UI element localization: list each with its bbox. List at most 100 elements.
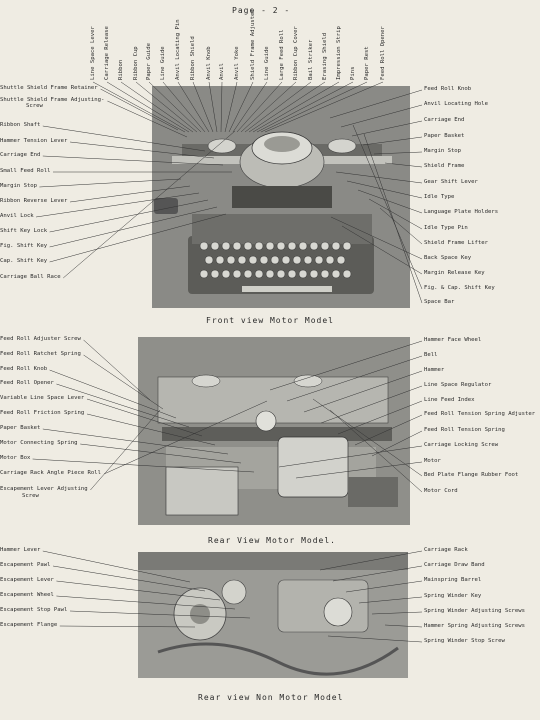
front-left-label: Screw (26, 103, 43, 109)
front-top-label: Paper Guide (146, 42, 152, 80)
leader-line (56, 580, 221, 601)
leader-line (379, 207, 423, 245)
leader-line (363, 133, 423, 304)
leader-line (42, 155, 224, 166)
leader-line (148, 81, 202, 133)
rear-motor-view-photo (138, 337, 410, 525)
rear-motor-left-label: Feed Roll Knob (0, 366, 48, 372)
leader-line (208, 81, 218, 133)
rear-motor-left-label: Paper Basket (0, 425, 41, 431)
leader-line (80, 443, 242, 464)
rear-nonmotor-left-label: Hammer Lever (0, 547, 41, 553)
leader-line (240, 81, 297, 133)
front-left-label: Hammer Tension Lever (0, 138, 68, 144)
leader-line (295, 461, 423, 479)
front-top-label: Anvil (219, 63, 225, 80)
leader-line (69, 185, 191, 203)
front-left-label: Shift Key Lock (0, 228, 48, 234)
front-top-label: Bail Striker (308, 39, 314, 80)
front-left-label: Fig. Shift Key (0, 243, 48, 249)
leader-line (352, 124, 423, 290)
rear-nonmotor-left-label: Escapement Wheel (0, 592, 54, 598)
leader-line (329, 409, 423, 493)
front-top-label: Ribbon Cup Cover (293, 26, 299, 80)
front-left-label: Anvil Lock (0, 213, 34, 219)
leader-line (269, 340, 423, 391)
leader-line (244, 81, 312, 133)
rear-motor-left-label: Screw (22, 493, 39, 499)
page-number: Page - 2 - (232, 6, 291, 15)
front-top-label: Anvil Locating Pin (175, 19, 181, 80)
rear-motor-right-label: Hammer Face Wheel (424, 337, 482, 343)
rear-nonmotor-view-photo (138, 552, 408, 678)
leader-line (86, 413, 216, 446)
rear-nonmotor-left-label: Escapement Lever (0, 577, 54, 583)
leader-line (264, 81, 384, 133)
leader-line (248, 81, 326, 133)
front-right-label: Anvil Locating Hole (424, 101, 488, 107)
leader-line (278, 445, 423, 468)
front-left-label: Ribbon Reverse Lever (0, 198, 68, 204)
front-left-label: Small Feed Roll (0, 168, 51, 174)
rear-nonmotor-right-label: Spring Winder Key (424, 593, 482, 599)
leader-line (252, 81, 340, 133)
front-top-label: Carriage Release (104, 26, 110, 80)
leader-line (86, 398, 203, 437)
leader-line (63, 130, 236, 279)
leader-line (286, 355, 423, 402)
front-top-label: Impression Strip (336, 26, 342, 80)
leader-line (357, 189, 423, 214)
front-right-label: Feed Roll Knob (424, 86, 472, 92)
front-top-label: Feed Roll Opener (380, 26, 386, 80)
leader-line (346, 180, 423, 199)
front-top-label: Paper Rest (364, 46, 370, 80)
rear-nonmotor-left-label: Escapement Pawl (0, 562, 51, 568)
leader-line (52, 565, 206, 592)
front-left-label: Shuttle Shield Frame Adjusting- (0, 97, 105, 103)
front-right-label: Carriage End (424, 117, 465, 123)
rear-motor-right-label: Hammer (424, 367, 445, 373)
front-top-label: Pins (350, 66, 356, 80)
leader-line (332, 565, 423, 582)
rear-motor-right-label: Line Space Regulator (424, 382, 492, 388)
front-top-label: Anvil Yoke (234, 46, 240, 80)
leader-line (42, 550, 191, 583)
front-left-label: Margin Stop (0, 183, 38, 189)
rear-nonmotor-right-label: Spring Winder Adjusting Screws (424, 608, 526, 614)
leader-line (103, 400, 268, 475)
leader-line (56, 383, 190, 428)
leader-line (260, 81, 368, 133)
leader-line (39, 178, 182, 188)
rear-nonmotor-right-label: Mainspring Barrel (424, 577, 482, 583)
leader-line (371, 611, 423, 615)
leader-line (312, 398, 423, 477)
leader-line (371, 430, 423, 457)
leader-line (340, 104, 423, 128)
leader-line (106, 81, 190, 133)
front-top-label: Ribbon (118, 59, 124, 80)
rear-nonmotor-right-label: Spring Winder Stop Screw (424, 638, 505, 644)
front-right-label: Idle Type Pin (424, 225, 468, 231)
leader-line (384, 624, 423, 628)
rear-motor-right-label: Line Feed Index (424, 397, 475, 403)
front-right-label: Margin Release Key (424, 270, 485, 276)
rear-nonmotor-right-label: Hammer Spring Adjusting Screws (424, 623, 526, 629)
rear-motor-right-label: Bell (424, 352, 438, 358)
front-left-label: Cap. Shift Key (0, 258, 48, 264)
leader-line (32, 458, 255, 473)
leader-line (330, 216, 423, 260)
rear-nonmotor-right-label: Carriage Rack (424, 547, 468, 553)
rear-motor-left-label: Carriage Rack Angle Piece Roll (0, 470, 102, 476)
leader-line (368, 198, 423, 230)
leader-line (56, 595, 236, 610)
front-top-label: Large Feed Roll (279, 29, 285, 80)
rear-motor-left-label: Motor Connecting Spring (0, 440, 78, 446)
front-top-label: Shield Frame Adjuster (250, 9, 256, 80)
leader-line (92, 81, 186, 133)
leader-line (83, 339, 151, 401)
leader-line (49, 199, 209, 233)
front-top-label: Ribbon Cup (133, 46, 139, 80)
front-right-label: Back Space Key (424, 255, 472, 261)
front-right-label: Shield Frame (424, 163, 465, 169)
